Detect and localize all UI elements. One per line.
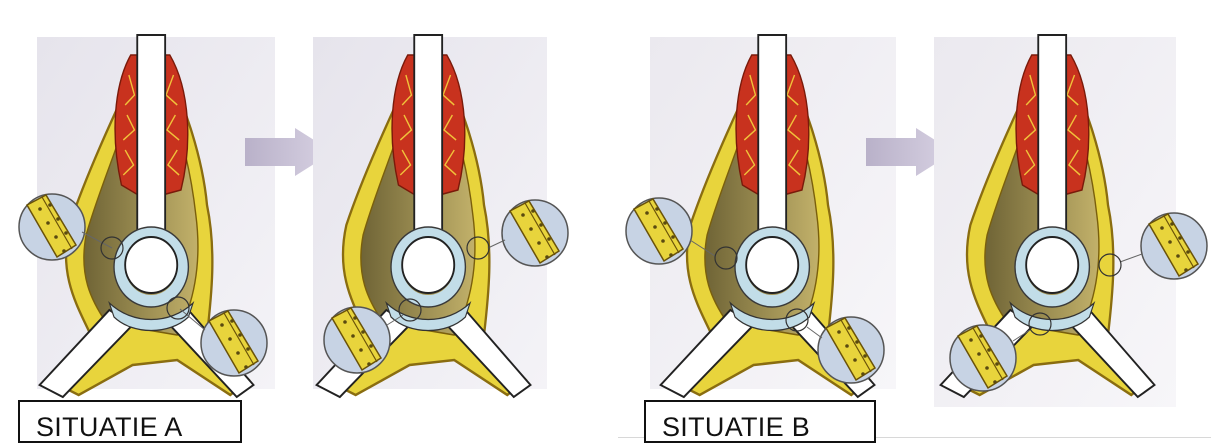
situation-a-label: SITUATIE A: [18, 400, 242, 443]
situation-b-panel-after: [934, 35, 1207, 407]
situation-a-panel-before: [19, 35, 275, 397]
situation-b-label: SITUATIE B: [644, 400, 876, 443]
situation-a-panel-after: [313, 35, 568, 397]
situation-b-panel-before: [626, 35, 896, 397]
